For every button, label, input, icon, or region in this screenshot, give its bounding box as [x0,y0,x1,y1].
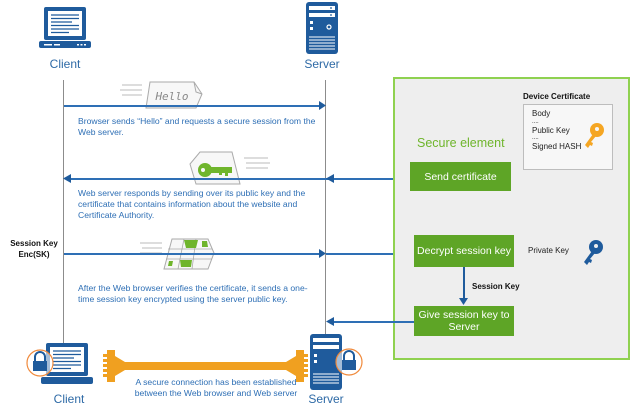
hello-arrow [64,105,320,107]
client-label-bottom: Client [53,392,85,406]
session-key-to-server-arrow [333,321,414,323]
private-key-icon [584,240,603,265]
arrowhead-left-icon [326,317,334,326]
secure-connection-message: A secure connection has been established… [134,377,298,398]
step3-description: After the Web browser verifies the certi… [78,283,308,304]
session-key-flow-label: Session Key [472,282,520,291]
server-lifeline [325,80,326,335]
session-key-label-line2: Enc(SK) [18,250,50,259]
cert-line: .... [532,118,539,125]
give-session-key-step: Give session key to Server [414,306,514,336]
to-decrypt-arrow [326,253,408,255]
hello-envelope-icon: Hello [120,81,203,109]
hello-text: Hello [154,90,188,103]
server-locked-icon [310,334,363,390]
device-certificate-box: Body .... Public Key .... Signed HASH [523,104,613,170]
cert-line: .... [532,135,539,141]
cert-line: Signed HASH [532,142,582,151]
server-label-top: Server [304,57,340,71]
send-certificate-step: Send certificate [410,162,511,191]
arrowhead-down-icon [459,298,468,305]
client-label-top: Client [49,57,81,71]
secure-cable-icon [103,350,308,382]
cert-line: Body [532,109,551,118]
decrypt-session-key-step: Decrypt session key [414,235,514,267]
private-key-label: Private Key [528,246,569,255]
session-key-down-arrow [463,267,465,300]
laptop-locked-icon [26,343,93,384]
session-key-arrow [64,253,320,255]
certificate-arrow [70,178,410,180]
server-label-bottom: Server [308,392,344,406]
encrypted-key-envelope-icon [140,238,215,270]
arrowhead-right-icon [319,101,326,110]
secure-element-title: Secure element [417,136,505,150]
step1-description: Browser sends “Hello” and requests a sec… [78,116,316,137]
cert-line: Public Key [532,125,570,135]
server-icon [306,2,338,54]
public-key-icon [585,123,604,148]
client-lifeline [63,80,64,345]
step2-description: Web server responds by sending over its … [78,188,306,220]
arrowhead-right-icon [319,249,326,258]
device-certificate-title: Device Certificate [523,92,591,101]
session-key-side-label: Session Key Enc(SK) [6,238,62,260]
arrowhead-left-icon [326,174,334,183]
session-key-label-line1: Session Key [10,239,58,248]
laptop-icon [39,7,91,48]
certificate-envelope-icon [189,151,270,185]
arrowhead-left-icon [63,174,71,183]
